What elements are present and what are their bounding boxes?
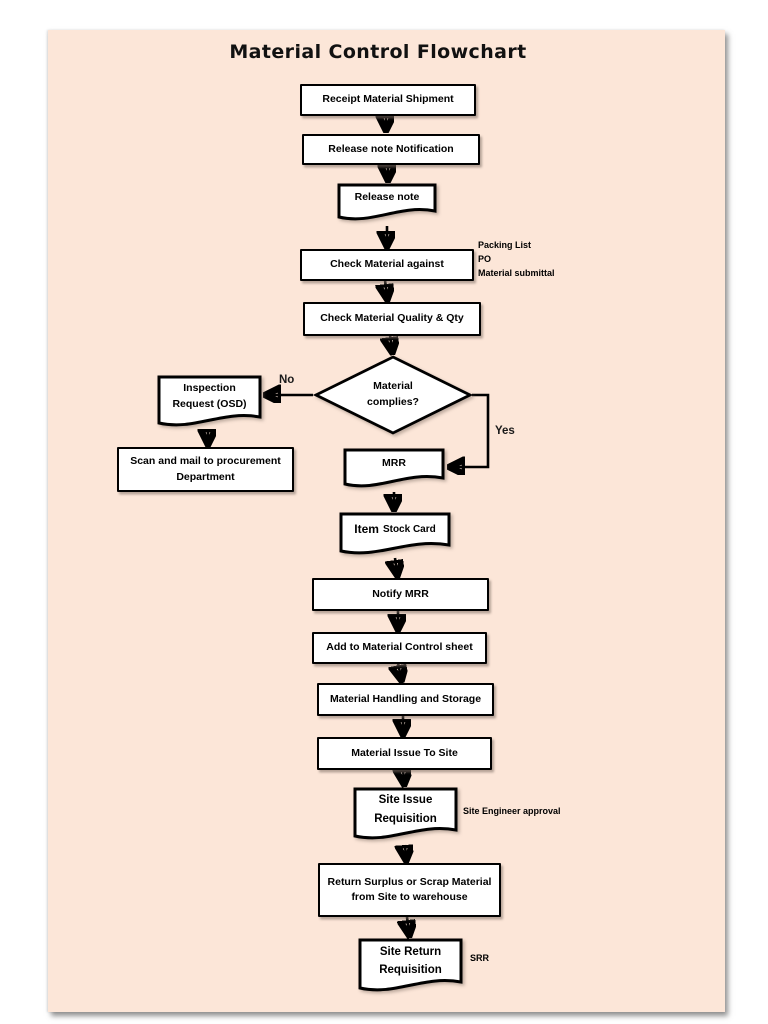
diamond-shape-icon (312, 355, 474, 435)
node-label: Scan and mail to procurement Department (130, 455, 281, 483)
node-release-note-document: Release note (337, 183, 437, 223)
node-label: Receipt Material Shipment (322, 93, 454, 106)
node-return-surplus-scrap: Return Surplus or Scrap Material from Si… (318, 863, 501, 917)
node-mrr-document: MRR (343, 448, 445, 490)
node-label: Return Surplus or Scrap Material from Si… (327, 875, 492, 903)
node-material-issue-to-site: Material Issue To Site (317, 737, 492, 770)
document-shape-icon (337, 183, 437, 221)
node-label: Material complies? (367, 380, 419, 408)
node-material-handling-storage: Material Handling and Storage (317, 683, 494, 716)
node-label: MRR (382, 457, 406, 470)
node-label: Site Issue Requisition (374, 794, 437, 825)
annotation-material-submittal: Material submittal (478, 268, 555, 278)
node-site-return-requisition-document: Site Return Requisition (358, 938, 463, 995)
document-shape-icon (339, 512, 451, 555)
node-label: Check Material Quality & Qty (320, 312, 464, 325)
node-scan-and-mail: Scan and mail to procurement Department (117, 447, 294, 492)
annotation-site-engineer-approval: Site Engineer approval (463, 806, 561, 816)
node-release-note-notification: Release note Notification (302, 134, 480, 165)
document-shape-icon (157, 375, 262, 427)
node-item-stock-card-document: Item Stock Card (339, 512, 451, 557)
node-check-material-quality: Check Material Quality & Qty (303, 302, 481, 336)
node-label: Site Return Requisition (379, 945, 442, 976)
node-material-complies-decision: Material complies? (312, 355, 474, 435)
node-label: Release note Notification (328, 142, 454, 155)
page-title: Material Control Flowchart (229, 41, 527, 63)
node-label: Check Material against (330, 258, 444, 271)
annotation-po: PO (478, 254, 492, 264)
node-label: Release note (354, 191, 420, 204)
node-label: Item Stock Card (354, 522, 436, 536)
node-inspection-request-document: Inspection Request (OSD) (157, 375, 262, 430)
document-shape-icon (343, 448, 445, 488)
node-receipt-material-shipment: Receipt Material Shipment (300, 84, 476, 116)
node-label: Inspection Request (OSD) (172, 382, 247, 410)
node-site-issue-requisition-document: Site Issue Requisition (353, 787, 458, 843)
branch-label-no: No (279, 374, 295, 386)
annotation-srr: SRR (470, 953, 490, 963)
annotation-packing-list: Packing List (478, 240, 532, 250)
node-label: Material Issue To Site (351, 746, 458, 759)
branch-label-yes: Yes (495, 425, 515, 437)
node-notify-mrr: Notify MRR (312, 578, 489, 611)
node-label: Material Handling and Storage (329, 692, 482, 705)
node-check-material-against: Check Material against (300, 249, 474, 281)
document-shape-icon (353, 787, 458, 840)
node-label: Notify MRR (372, 587, 429, 600)
node-add-to-material-control-sheet: Add to Material Control sheet (312, 632, 487, 664)
node-label: Add to Material Control sheet (326, 641, 473, 654)
document-shape-icon (358, 938, 463, 992)
